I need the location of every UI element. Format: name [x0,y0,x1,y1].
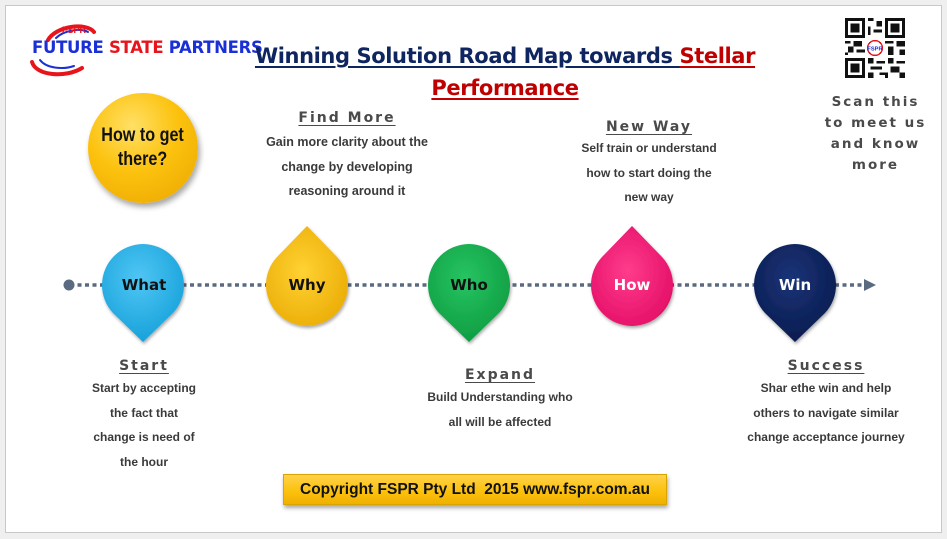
how-to-get-there-badge: How to get there? [88,93,198,203]
step-heading: Start [119,358,169,374]
step-heading: New Way [605,119,693,135]
copyright-text: Copyright FSPR Pty Ltd 2015 www.fspr.com… [300,480,650,498]
qr-caption-line: more [851,157,900,173]
qr-caption-line: to meet us [824,115,927,131]
pin-label-win: Win [778,276,812,294]
step-success: Success Shar ethe win and help others to… [731,358,921,450]
qr-code-icon[interactable]: FSPR [845,18,905,78]
copyright-banner: Copyright FSPR Pty Ltd 2015 www.fspr.com… [283,474,667,505]
logo-word-future: FUTURE [32,38,109,57]
title-line2: Performance [431,76,579,100]
badge-line2: there? [118,149,168,170]
step-description: Self train or understand how to start do… [569,136,729,210]
pin-label-why: Why [288,276,326,294]
pin-how [591,226,674,326]
svg-text:FSPR: FSPR [867,46,882,52]
step-desc-line: the hour [120,454,168,469]
step-desc-line: Shar ethe win and help [760,381,892,395]
fspr-logo: FSPR FUTURE STATE PARTNERS [26,18,263,78]
logo-swoosh-icon [30,24,96,77]
step-desc-line: Self train or understand [581,141,717,155]
step-desc-line: Gain more clarity about the [266,135,428,149]
step-desc-line: how to start doing the [586,165,712,180]
pin-label-what: What [121,276,167,294]
timeline-line [63,279,876,291]
logo-word-partners: PARTNERS [163,38,263,57]
qr-caption: Scan this to meet us and know more [818,92,933,176]
step-desc-line: reasoning around it [288,184,406,198]
qr-caption-line: Scan this [831,94,920,110]
pin-label-who: Who [450,276,488,294]
step-new-way: New Way Self train or understand how to … [569,119,729,210]
step-desc-line: new way [624,190,674,204]
title-part1: Winning Solution Road Map towards [254,44,680,68]
pin-win [754,244,836,342]
pin-label-how: How [613,276,651,294]
timeline-arrow-icon [864,279,876,291]
step-desc-line: change by developing [281,159,413,174]
badge-text: How to get there? [102,124,185,172]
step-expand: Expand Build Understanding who all will … [410,367,590,434]
timeline-start-dot [63,279,75,291]
step-description: Gain more clarity about the change by de… [247,130,447,204]
step-desc-line: change is need of [93,430,195,444]
step-desc-line: the fact that [109,405,178,420]
pin-why [265,226,348,326]
step-desc-line: others to navigate similar [753,405,899,420]
badge-line1: How to get [101,125,185,146]
logo-badge: FSPR [62,25,87,35]
pin-what [101,244,184,342]
step-description: Build Understanding who all will be affe… [410,385,590,434]
step-desc-line: Start by accepting [91,381,197,395]
logo-word-state: STATE [108,38,164,57]
page-title: Winning Solution Road Map towards Stella… [250,40,760,104]
step-heading: Expand [464,367,536,383]
step-start: Start Start by accepting the fact that c… [73,358,215,474]
step-desc-line: all will be affected [448,414,552,429]
pin-who [428,244,510,342]
step-desc-line: change acceptance journey [747,430,905,444]
step-heading: Success [787,358,865,374]
step-description: Start by accepting the fact that change … [73,376,215,474]
step-find-more: Find More Gain more clarity about the ch… [247,110,447,204]
qr-caption-line: and know [830,136,921,152]
title-highlight: Stellar [679,44,756,68]
step-heading: Find More [298,110,396,126]
step-description: Shar ethe win and help others to navigat… [731,376,921,450]
logo-wordmark: FUTURE STATE PARTNERS [32,38,263,57]
step-desc-line: Build Understanding who [427,390,573,404]
